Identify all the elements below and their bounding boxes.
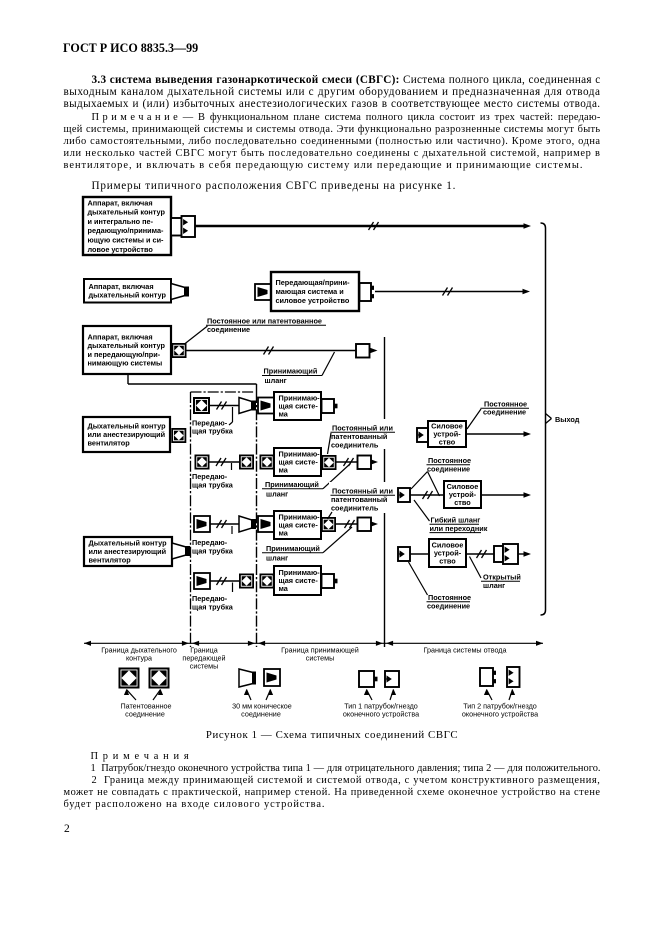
svg-text:Принимаю-: Принимаю- <box>279 449 321 458</box>
svg-text:соединение: соединение <box>125 710 165 719</box>
svg-text:Граница системы отвода: Граница системы отвода <box>424 646 507 655</box>
svg-text:Постоянное: Постоянное <box>484 400 527 409</box>
svg-text:Передающая/прини-: Передающая/прини- <box>276 278 351 287</box>
svg-text:ющую системы и си-: ющую системы и си- <box>88 235 165 244</box>
svg-text:Передаю-: Передаю- <box>192 419 228 428</box>
svg-text:щая систе-: щая систе- <box>279 576 319 585</box>
svg-text:силовое устройство: силовое устройство <box>276 296 350 305</box>
svg-text:редающую/принима-: редающую/принима- <box>88 226 165 235</box>
svg-text:соединение: соединение <box>241 710 281 719</box>
svg-text:Передаю-: Передаю- <box>192 472 228 481</box>
svg-text:щая трубка: щая трубка <box>192 547 234 556</box>
svg-text:ма: ма <box>279 529 289 538</box>
svg-text:соединитель: соединитель <box>331 441 379 450</box>
svg-text:устрой-: устрой- <box>434 549 462 558</box>
svg-text:вентилятор: вентилятор <box>88 439 131 448</box>
svg-text:патентованный: патентованный <box>331 495 387 504</box>
svg-text:дыхательный контур: дыхательный контур <box>89 291 167 300</box>
svg-text:соединение: соединение <box>483 408 526 417</box>
svg-text:ство: ство <box>439 438 456 447</box>
svg-text:Гибкий шланг: Гибкий шланг <box>431 516 481 525</box>
svg-text:патентованный: патентованный <box>331 432 387 441</box>
svg-text:Дыхательный контур: Дыхательный контур <box>88 421 167 430</box>
svg-text:Силовое: Силовое <box>432 541 464 550</box>
svg-text:и интегрально пе-: и интегрально пе- <box>88 217 154 226</box>
svg-text:щая систе-: щая систе- <box>279 458 319 467</box>
svg-text:или анестезирующий: или анестезирующий <box>88 430 166 439</box>
svg-text:вентилятор: вентилятор <box>89 555 132 564</box>
svg-text:соединение: соединение <box>427 465 470 474</box>
svg-text:системы: системы <box>306 654 335 663</box>
svg-text:щая трубка: щая трубка <box>192 427 234 436</box>
svg-text:Постоянный или: Постоянный или <box>332 487 393 496</box>
svg-text:ловое устройство: ловое устройство <box>88 245 154 254</box>
svg-text:или переходник: или переходник <box>430 524 488 533</box>
svg-text:Аппарат, включая: Аппарат, включая <box>88 332 153 341</box>
svg-text:Тип 2 патрубок/гнездо: Тип 2 патрубок/гнездо <box>463 702 537 711</box>
svg-text:Принимаю-: Принимаю- <box>279 393 321 402</box>
svg-text:оконечного устройства: оконечного устройства <box>462 710 538 719</box>
svg-text:ма: ма <box>279 584 289 593</box>
svg-text:шланг: шланг <box>266 554 288 563</box>
svg-text:контура: контура <box>126 654 152 663</box>
svg-text:Граница: Граница <box>190 646 218 655</box>
svg-text:ма: ма <box>279 466 289 475</box>
svg-text:Постоянное: Постоянное <box>428 456 471 465</box>
svg-text:щая трубка: щая трубка <box>192 481 234 490</box>
svg-text:нимающую системы: нимающую системы <box>88 359 163 368</box>
svg-text:Граница принимающей: Граница принимающей <box>281 646 359 655</box>
svg-text:Аппарат, включая: Аппарат, включая <box>88 198 153 207</box>
svg-text:Принимающий: Принимающий <box>265 480 319 489</box>
svg-text:дыхательный контур: дыхательный контур <box>88 341 166 350</box>
svg-text:Аппарат, включая: Аппарат, включая <box>89 282 154 291</box>
svg-text:дыхательный контур: дыхательный контур <box>88 208 166 217</box>
svg-text:Принимаю-: Принимаю- <box>279 512 321 521</box>
svg-text:оконечного устройства: оконечного устройства <box>343 710 419 719</box>
svg-text:Постоянное: Постоянное <box>428 593 471 602</box>
svg-text:Принимающий: Принимающий <box>264 367 318 376</box>
svg-text:Выход: Выход <box>555 415 580 424</box>
svg-text:устрой-: устрой- <box>449 490 477 499</box>
svg-text:шланг: шланг <box>265 376 287 385</box>
svg-text:Силовое: Силовое <box>447 482 479 491</box>
svg-text:щая систе-: щая систе- <box>279 402 319 411</box>
svg-text:30 мм коническое: 30 мм коническое <box>232 702 292 711</box>
svg-text:Тип 1 патрубок/гнездо: Тип 1 патрубок/гнездо <box>344 702 418 711</box>
svg-text:Принимаю-: Принимаю- <box>279 568 321 577</box>
svg-text:соединитель: соединитель <box>331 504 379 513</box>
svg-text:Граница дыхательного: Граница дыхательного <box>101 646 177 655</box>
svg-text:передающей: передающей <box>182 654 225 663</box>
svg-text:шланг: шланг <box>483 581 505 590</box>
svg-text:соединение: соединение <box>207 325 250 334</box>
svg-text:Открытый: Открытый <box>483 573 521 582</box>
svg-text:щая систе-: щая систе- <box>279 521 319 530</box>
svg-text:Передаю-: Передаю- <box>192 538 228 547</box>
svg-text:Постоянный или: Постоянный или <box>332 424 393 433</box>
svg-text:и передающую/при-: и передающую/при- <box>88 350 161 359</box>
svg-text:или анестезирующий: или анестезирующий <box>89 547 167 556</box>
svg-text:мающая система и: мающая система и <box>276 287 344 296</box>
svg-text:Дыхательный контур: Дыхательный контур <box>89 539 168 548</box>
svg-text:щая трубка: щая трубка <box>192 603 234 612</box>
svg-text:Постоянное или патентованное: Постоянное или патентованное <box>207 317 322 326</box>
svg-text:Патентованное: Патентованное <box>120 702 171 711</box>
svg-text:шланг: шланг <box>266 490 288 499</box>
svg-text:соединение: соединение <box>427 602 470 611</box>
svg-text:Передаю-: Передаю- <box>192 594 228 603</box>
svg-text:ма: ма <box>279 410 289 419</box>
svg-text:системы: системы <box>190 662 219 671</box>
svg-text:ство: ство <box>439 557 456 566</box>
svg-text:ство: ство <box>454 498 471 507</box>
svg-text:устрой-: устрой- <box>433 430 461 439</box>
svg-text:Принимающий: Принимающий <box>266 544 320 553</box>
svg-text:Силовое: Силовое <box>431 422 463 431</box>
